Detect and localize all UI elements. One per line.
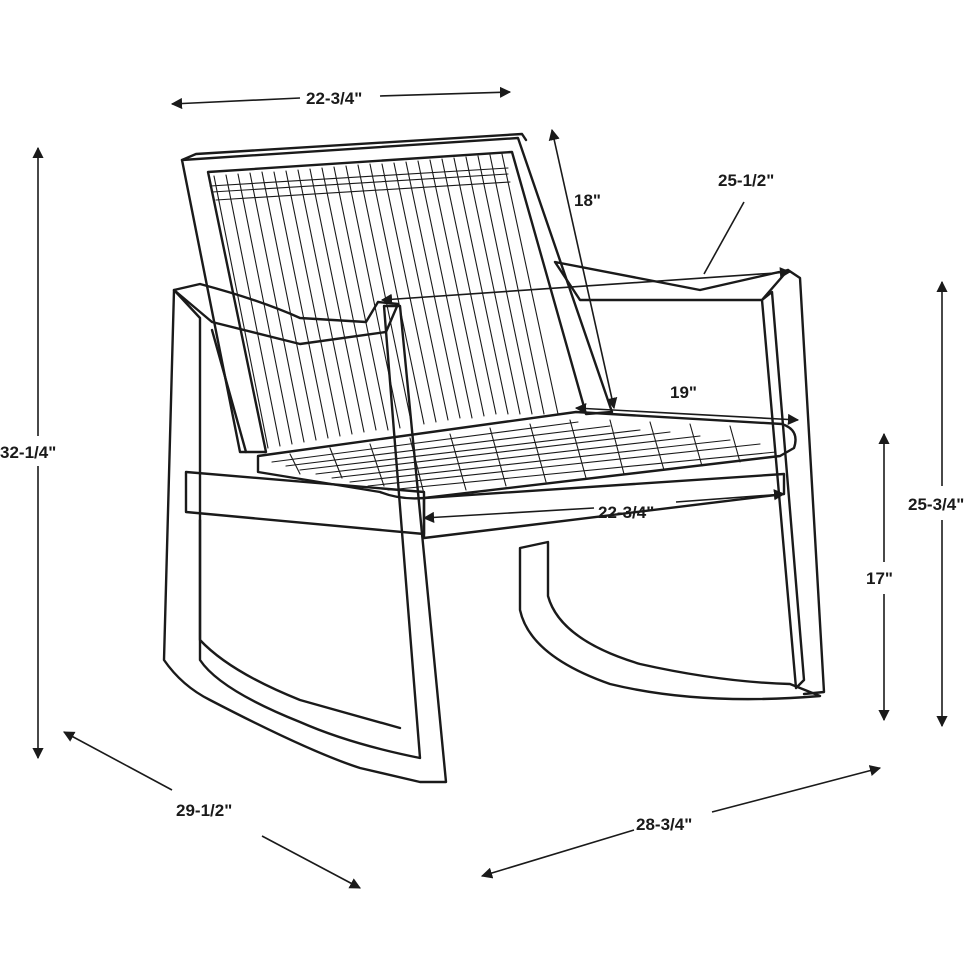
back-height-label: 18" — [574, 191, 601, 210]
seat — [256, 410, 797, 500]
overall-depth-arrow-top — [63, 731, 173, 791]
overall-depth-arrow-bottom — [261, 835, 361, 889]
front-side-frame — [162, 288, 448, 784]
rear-armrest — [553, 260, 790, 302]
side-frame-diagonal — [210, 328, 248, 454]
seat-width-label: 22-3/4" — [598, 503, 654, 522]
top-back-width-label: 22-3/4" — [306, 89, 362, 108]
dimension-labels: 22-3/4" 18" 25-1/2" 32-1/4" 19" 22-3/4" … — [0, 89, 964, 834]
side-stretcher — [184, 470, 426, 536]
back-height-arrow — [548, 128, 618, 410]
back-weave — [209, 153, 559, 449]
seat-depth-label: 19" — [670, 383, 697, 402]
seat-width-arrow-right — [675, 489, 786, 503]
overall-depth-label: 29-1/2" — [176, 801, 232, 820]
overall-width-arrow-left — [480, 829, 635, 879]
front-armrest — [172, 282, 400, 346]
overall-width-label: 28-3/4" — [636, 815, 692, 834]
dimension-lines — [32, 86, 948, 889]
overall-height-label: 32-1/4" — [0, 443, 56, 462]
arm-depth-arrow — [380, 267, 792, 305]
seat-height-label: 17" — [866, 569, 893, 588]
top-width-arrow-right — [379, 86, 512, 98]
front-rocker-inner — [198, 518, 402, 730]
chair-outline — [162, 132, 826, 784]
top-width-arrow-left — [170, 97, 301, 110]
back-top-rail — [180, 132, 528, 162]
arm-depth-leader — [703, 201, 745, 275]
rear-rocker — [518, 540, 822, 701]
overall-width-arrow-right — [711, 765, 882, 813]
rear-leg-outer — [786, 268, 826, 696]
seat-width-arrow-left — [422, 507, 595, 523]
arm-depth-label: 25-1/2" — [718, 171, 774, 190]
arm-height-label: 25-3/4" — [908, 495, 964, 514]
seat-weave — [271, 419, 777, 495]
seat-depth-arrow — [574, 402, 800, 426]
